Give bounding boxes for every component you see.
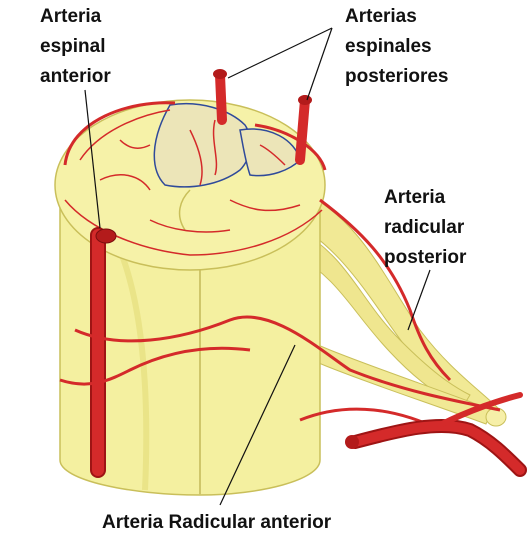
surface-vessels [64,109,323,256]
label-line: posteriores [345,66,449,87]
leader-lines [84,27,431,506]
label-line: posterior [384,247,467,268]
label-arteria-radicular-posterior: Arteria radicular posterior [384,183,466,273]
label-arteria-espinal-anterior: Arteria espinal anterior [40,2,111,92]
label-line: espinales [345,36,432,57]
label-line: espinal [40,36,106,57]
posterior-spinal-arteries [213,69,312,165]
label-line: Arteria [384,187,446,208]
label-line: Arteria [40,6,102,27]
label-arterias-espinales-posteriores: Arterias espinales posteriores [345,2,448,92]
anterior-spinal-artery [90,227,117,478]
label-arteria-radicular-anterior: Arteria Radicular anterior [102,512,332,533]
label-line: radicular [384,217,465,238]
label-line: anterior [40,66,111,87]
label-line: Arterias [345,6,417,27]
radicular-artery [345,392,527,477]
